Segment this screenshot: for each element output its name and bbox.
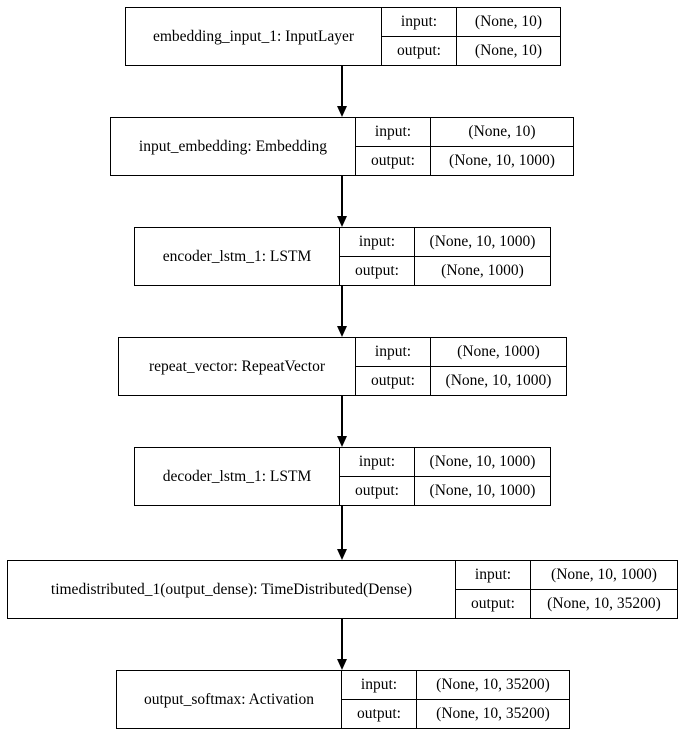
output-label: output: bbox=[456, 589, 531, 618]
arrowhead-icon bbox=[336, 216, 347, 227]
input-label: input: bbox=[382, 8, 457, 36]
output-label: output: bbox=[356, 146, 431, 175]
node-input-row: input: (None, 10, 1000) bbox=[456, 561, 677, 590]
output-shape-value: (None, 10, 1000) bbox=[449, 151, 555, 169]
node-output-row: output: (None, 10, 35200) bbox=[342, 699, 569, 728]
arrowhead-icon bbox=[336, 659, 347, 670]
arrowhead-icon bbox=[336, 436, 347, 447]
input-shape-value: (None, 1000) bbox=[457, 342, 540, 360]
output-shape-value: (None, 10, 1000) bbox=[429, 481, 536, 499]
node-label-input_embedding: input_embedding: Embedding bbox=[111, 118, 356, 175]
input-label: input: bbox=[340, 228, 415, 256]
input-shape-value: (None, 10) bbox=[468, 122, 536, 140]
edge-embedding_input_1-to-input_embedding bbox=[336, 66, 347, 117]
input-shape-value: (None, 10, 1000) bbox=[429, 232, 536, 250]
input-shape-value: (None, 10, 1000) bbox=[551, 565, 657, 583]
output-label: output: bbox=[340, 476, 415, 505]
output-shape-value: (None, 10) bbox=[474, 41, 543, 59]
input-label: input: bbox=[342, 671, 417, 699]
edge-line bbox=[341, 619, 343, 661]
output-label: output: bbox=[382, 36, 457, 65]
edge-line bbox=[341, 506, 343, 551]
node-label-encoder_lstm_1: encoder_lstm_1: LSTM bbox=[135, 228, 340, 285]
node-io-block: input: (None, 10, 1000) output: (None, 10, … bbox=[340, 448, 550, 505]
node-input-row: input: (None, 10, 35200) bbox=[342, 671, 569, 700]
node-io-block: input: (None, 10, 1000) output: (None, 10, … bbox=[456, 561, 677, 618]
arrowhead-icon bbox=[336, 106, 347, 117]
node-input-row: input: (None, 10) bbox=[382, 8, 560, 37]
input-shape-value: (None, 10, 1000) bbox=[429, 452, 536, 470]
graph-node-timedistributed_1: timedistributed_1(output_dense): TimeDis… bbox=[7, 560, 678, 619]
node-io-block: input: (None, 10, 1000) output: (None, 1000… bbox=[340, 228, 550, 285]
input-shape-value: (None, 10, 35200) bbox=[436, 675, 550, 693]
input-label: input: bbox=[340, 448, 415, 476]
output-shape-value: (None, 10, 35200) bbox=[436, 704, 550, 722]
edge-timedistributed_1-to-output_softmax bbox=[336, 619, 347, 670]
node-label-repeat_vector: repeat_vector: RepeatVector bbox=[119, 338, 356, 395]
node-io-block: input: (None, 10, 35200) output: (None, 10,… bbox=[342, 671, 569, 728]
node-io-block: input: (None, 10) output: (None, 10, 1000) bbox=[356, 118, 573, 175]
node-output-row: output: (None, 10, 1000) bbox=[356, 146, 573, 175]
node-io-block: input: (None, 10) output: (None, 10) bbox=[382, 8, 560, 65]
output-shape-value: (None, 1000) bbox=[441, 261, 524, 279]
node-input-row: input: (None, 10, 1000) bbox=[340, 448, 550, 477]
output-shape-value: (None, 10, 35200) bbox=[547, 594, 661, 612]
edge-line bbox=[341, 66, 343, 108]
node-label-embedding_input_1: embedding_input_1: InputLayer bbox=[126, 8, 382, 65]
node-output-row: output: (None, 1000) bbox=[340, 256, 550, 285]
arrowhead-icon bbox=[336, 549, 347, 560]
node-label-timedistributed_1: timedistributed_1(output_dense): TimeDis… bbox=[8, 561, 456, 618]
node-io-block: input: (None, 1000) output: (None, 10, 1000… bbox=[356, 338, 566, 395]
node-label-decoder_lstm_1: decoder_lstm_1: LSTM bbox=[135, 448, 340, 505]
output-label: output: bbox=[342, 699, 417, 728]
output-label: output: bbox=[356, 366, 431, 395]
node-output-row: output: (None, 10, 1000) bbox=[340, 476, 550, 505]
edge-line bbox=[341, 176, 343, 218]
node-output-row: output: (None, 10, 35200) bbox=[456, 589, 677, 618]
output-shape-value: (None, 10, 1000) bbox=[445, 371, 552, 389]
node-input-row: input: (None, 1000) bbox=[356, 338, 566, 367]
output-label: output: bbox=[340, 256, 415, 285]
node-output-row: output: (None, 10) bbox=[382, 36, 560, 65]
input-label: input: bbox=[456, 561, 531, 589]
node-input-row: input: (None, 10, 1000) bbox=[340, 228, 550, 257]
node-input-row: input: (None, 10) bbox=[356, 118, 573, 147]
input-label: input: bbox=[356, 118, 431, 146]
edge-input_embedding-to-encoder_lstm_1 bbox=[336, 176, 347, 227]
edge-line bbox=[341, 396, 343, 438]
edge-decoder_lstm_1-to-timedistributed_1 bbox=[336, 506, 347, 560]
arrowhead-icon bbox=[336, 326, 347, 337]
edge-encoder_lstm_1-to-repeat_vector bbox=[336, 286, 347, 337]
input-shape-value: (None, 10) bbox=[474, 12, 543, 30]
input-label: input: bbox=[356, 338, 431, 366]
node-label-output_softmax: output_softmax: Activation bbox=[117, 671, 342, 728]
edge-line bbox=[341, 286, 343, 328]
node-output-row: output: (None, 10, 1000) bbox=[356, 366, 566, 395]
edge-repeat_vector-to-decoder_lstm_1 bbox=[336, 396, 347, 447]
